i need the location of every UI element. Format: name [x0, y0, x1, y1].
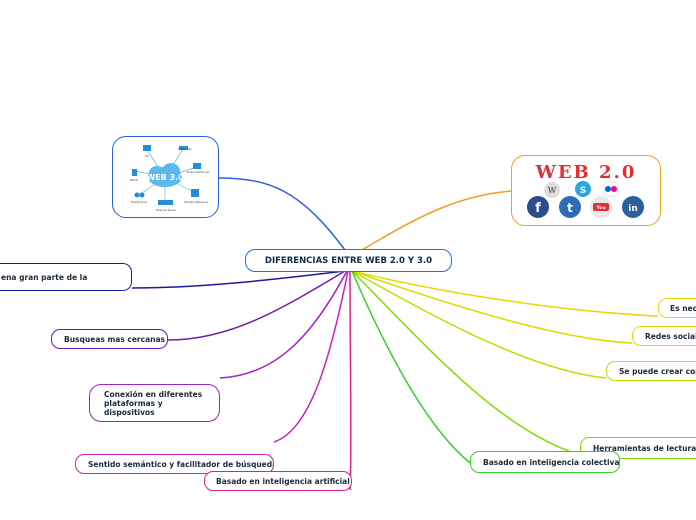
branch-left-5[interactable]: Basado en inteligencia artificial	[204, 471, 352, 491]
branch-right-4-label: Herramientas de lectura y	[593, 443, 696, 453]
branch-right-3[interactable]: Se puede crear cont	[606, 361, 696, 381]
flickr-icon	[603, 181, 619, 197]
branch-right-1-label: Es nec	[670, 303, 696, 313]
branch-left-2[interactable]: Busqueas mas cercanas	[51, 329, 168, 349]
facebook-icon: f	[527, 196, 549, 218]
web3-label-mobile: Mobile	[130, 178, 139, 182]
branch-left-3[interactable]: Conexión en diferentes plataformas y dis…	[89, 384, 220, 422]
branch-right-2-label: Redes sociale	[645, 331, 696, 341]
svg-text:t: t	[567, 201, 573, 215]
web3-label-index: Web Index	[178, 147, 192, 151]
web3-image-node[interactable]: WEB 3.0 PC Web Index Smart Appliances Mo…	[112, 136, 219, 218]
twitter-icon: t	[559, 196, 581, 218]
svg-text:S: S	[580, 186, 586, 196]
web3-network-illustration: WEB 3.0 PC Web Index Smart Appliances Mo…	[130, 145, 210, 212]
branch-left-1[interactable]: ena gran parte de la	[0, 263, 132, 291]
central-topic[interactable]: DIFERENCIAS ENTRE WEB 2.0 Y 3.0	[245, 249, 452, 272]
youtube-icon: You	[590, 196, 612, 218]
branch-right-1[interactable]: Es nec	[658, 298, 696, 318]
branch-right-5[interactable]: Basado en inteligencia colectiva	[470, 451, 620, 473]
wikipedia-icon: W	[544, 182, 560, 198]
web3-label-appliances: Smart Appliances	[187, 170, 210, 174]
svg-text:W: W	[548, 186, 557, 195]
svg-text:in: in	[628, 204, 638, 214]
skype-icon: S	[575, 181, 591, 197]
branch-left-4-label: Sentido semántico y facilitador de búsqu…	[88, 459, 274, 469]
web2-image-node[interactable]: WEB 2.0 W S f t You in	[511, 155, 661, 226]
web3-label-headphones: Headphones	[131, 200, 148, 204]
branch-left-3-label: Conexión en diferentes plataformas y dis…	[104, 389, 203, 417]
web3-logo-text: WEB 3.0	[146, 173, 184, 182]
branch-right-3-label: Se puede crear cont	[619, 366, 696, 376]
linkedin-icon: in	[622, 196, 644, 218]
web3-label-server: Personal Server	[156, 208, 177, 212]
web2-logo-text: WEB 2.0	[535, 162, 637, 183]
web2-logos-illustration: WEB 2.0 W S f t You in	[527, 162, 644, 218]
svg-text:You: You	[595, 205, 605, 211]
web3-label-pc: PC	[145, 154, 149, 158]
branch-left-5-label: Basado en inteligencia artificial	[216, 476, 350, 486]
svg-text:f: f	[535, 201, 541, 216]
branch-left-2-label: Busqueas mas cercanas	[64, 334, 166, 344]
branch-left-4[interactable]: Sentido semántico y facilitador de búsqu…	[75, 454, 274, 474]
branch-right-5-label: Basado en inteligencia colectiva	[483, 457, 620, 467]
web3-label-wireless: Wireless Networks	[184, 200, 209, 204]
branch-left-1-label: ena gran parte de la	[1, 272, 88, 282]
branch-right-2[interactable]: Redes sociale	[632, 326, 696, 346]
